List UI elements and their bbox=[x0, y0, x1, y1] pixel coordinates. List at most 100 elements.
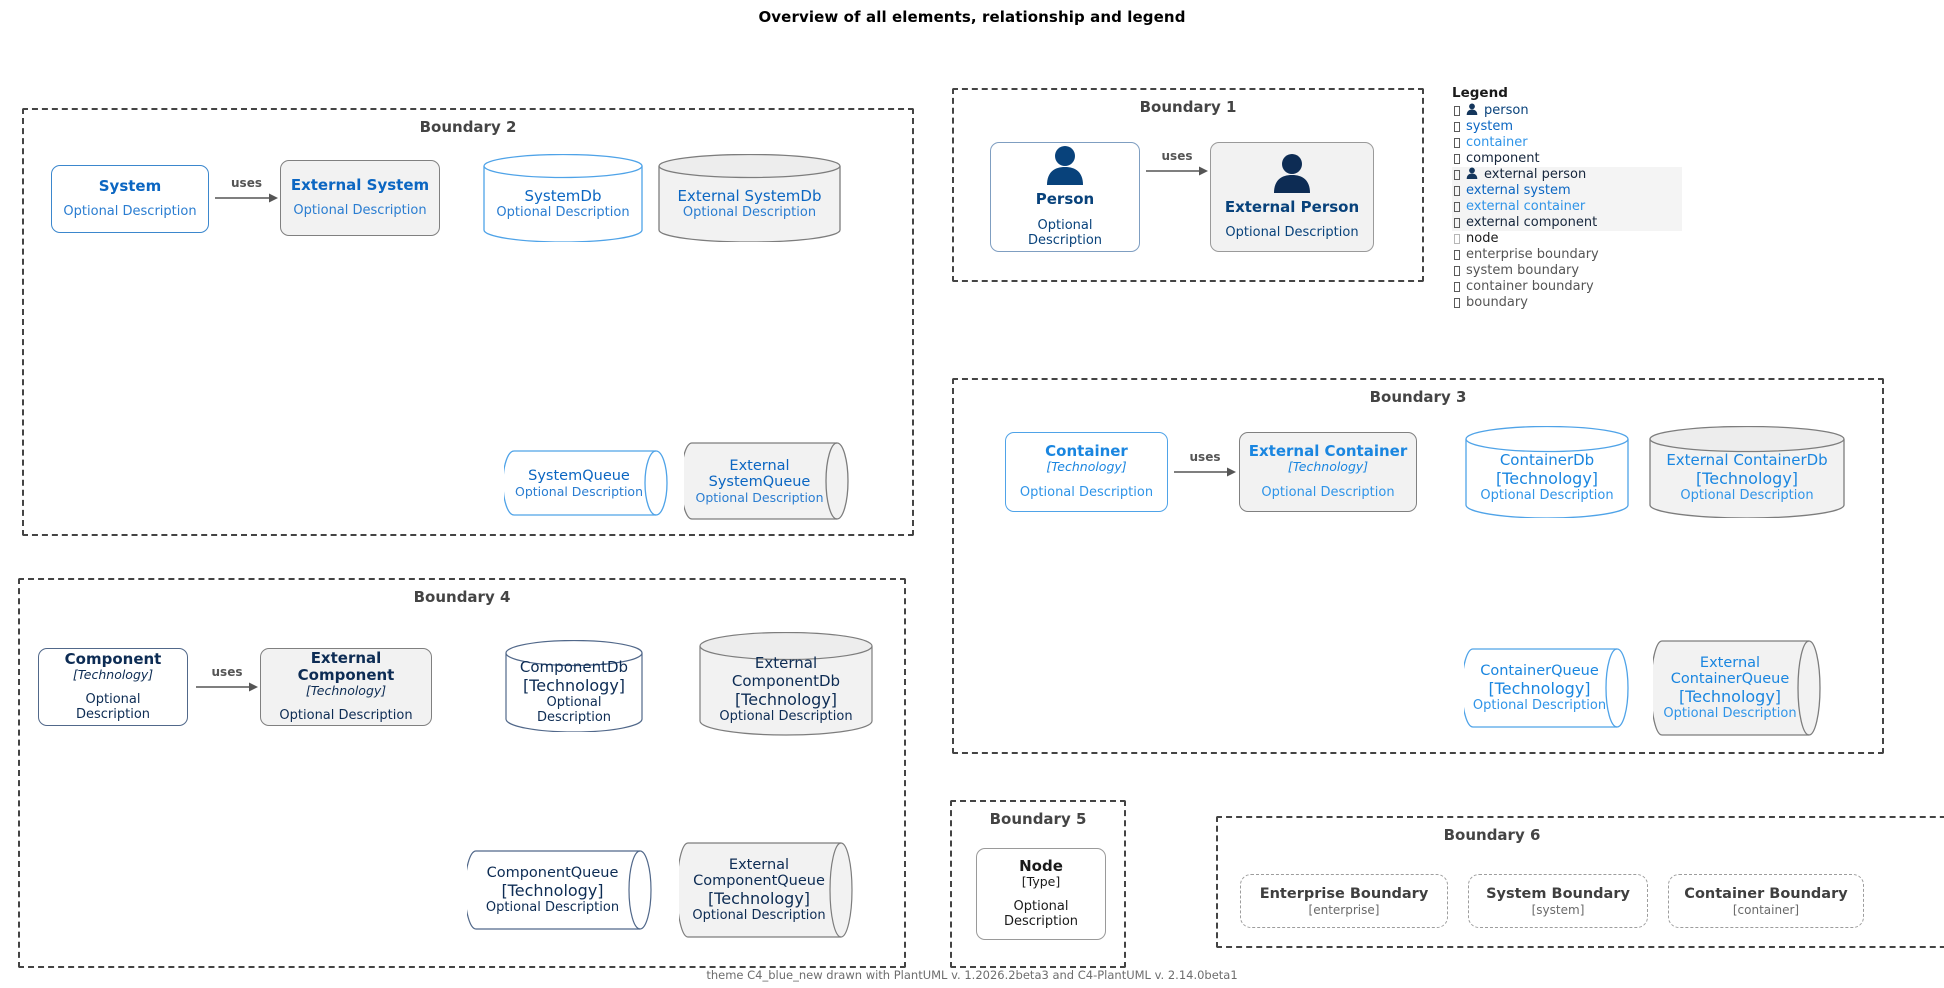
node-node-name: Node bbox=[1019, 856, 1063, 875]
node-external-system-description: Optional Description bbox=[293, 203, 427, 219]
node-component-description: Optional Description bbox=[75, 692, 151, 723]
node-node[interactable]: Node [Type] Optional Description bbox=[976, 848, 1106, 940]
legend-title: Legend bbox=[1452, 85, 1508, 101]
node-external-container-queue[interactable]: External ContainerQueue [Technology] Opt… bbox=[1653, 640, 1821, 736]
node-container-technology: [Technology] bbox=[1046, 459, 1127, 475]
node-external-container-db-name: External ContainerDb bbox=[1666, 451, 1828, 469]
legend-item-external-person: external person bbox=[1452, 167, 1682, 183]
relationship-component-label: uses bbox=[211, 665, 243, 679]
node-container[interactable]: Container [Technology] Optional Descript… bbox=[1005, 432, 1168, 512]
legend-item-label: external person bbox=[1484, 167, 1587, 182]
chip-container-boundary-type: [container] bbox=[1732, 902, 1800, 917]
legend-item-external-component: external component bbox=[1452, 215, 1682, 231]
node-component-db-description: Optional Description bbox=[536, 694, 612, 725]
node-system-queue[interactable]: SystemQueue Optional Description bbox=[504, 450, 668, 516]
node-external-system-queue[interactable]: External SystemQueue Optional Descriptio… bbox=[684, 442, 849, 520]
node-system-queue-content: SystemQueue Optional Description bbox=[504, 450, 654, 516]
node-node-type: [Type] bbox=[1021, 873, 1061, 889]
node-external-person-name: External Person bbox=[1224, 197, 1360, 216]
node-external-component-queue[interactable]: External ComponentQueue [Technology] Opt… bbox=[679, 842, 853, 938]
node-person-name: Person bbox=[1035, 190, 1095, 209]
legend-item-system: system bbox=[1452, 119, 1682, 135]
missing-glyph-icon bbox=[1454, 122, 1460, 132]
boundary-1: Boundary 1 Person Optional Description u… bbox=[952, 88, 1424, 282]
node-component-db[interactable]: ComponentDb [Technology] Optional Descri… bbox=[505, 640, 643, 732]
node-external-container-db[interactable]: External ContainerDb [Technology] Option… bbox=[1649, 426, 1845, 518]
node-container-name: Container bbox=[1045, 442, 1128, 461]
node-system[interactable]: System Optional Description bbox=[51, 165, 209, 233]
node-system-db[interactable]: SystemDb Optional Description bbox=[483, 154, 643, 242]
external-person-icon bbox=[1271, 153, 1313, 197]
node-container-description: Optional Description bbox=[1019, 484, 1154, 500]
node-component-queue[interactable]: ComponentQueue [Technology] Optional Des… bbox=[467, 850, 652, 930]
node-external-container-technology: [Technology] bbox=[1287, 459, 1369, 475]
chip-container-boundary-name: Container Boundary bbox=[1684, 885, 1848, 902]
node-external-system-queue-description: Optional Description bbox=[695, 489, 824, 505]
node-external-container-queue-description: Optional Description bbox=[1663, 706, 1797, 721]
node-external-container-queue-content: External ContainerQueue [Technology] Opt… bbox=[1653, 640, 1807, 736]
missing-glyph-icon bbox=[1454, 186, 1460, 196]
boundary-3: Boundary 3 Container [Technology] Option… bbox=[952, 378, 1884, 754]
missing-glyph-icon bbox=[1454, 234, 1460, 244]
node-person-description: Optional Description bbox=[1027, 217, 1103, 248]
node-external-system-db-name: External SystemDb bbox=[677, 186, 822, 205]
node-component-name: Component bbox=[64, 649, 162, 668]
boundary-5: Boundary 5 Node [Type] Optional Descript… bbox=[950, 800, 1126, 968]
node-external-system-db-description: Optional Description bbox=[682, 204, 817, 220]
relationship-component-uses: uses bbox=[196, 665, 258, 693]
chip-enterprise-boundary-type: [enterprise] bbox=[1308, 902, 1380, 917]
node-external-container-db-technology: [Technology] bbox=[1695, 469, 1799, 488]
node-external-component-db-content: External ComponentDb [Technology] Option… bbox=[699, 648, 873, 730]
missing-glyph-icon bbox=[1454, 106, 1460, 116]
legend-item-label: system bbox=[1466, 119, 1513, 134]
node-component[interactable]: Component [Technology] Optional Descript… bbox=[38, 648, 188, 726]
chip-system-boundary-type: [system] bbox=[1531, 902, 1585, 917]
node-external-container-queue-name: External ContainerQueue bbox=[1670, 655, 1790, 687]
relationship-person-uses: uses bbox=[1146, 149, 1208, 177]
node-container-db-name: ContainerDb bbox=[1499, 451, 1595, 469]
missing-glyph-icon bbox=[1454, 170, 1460, 180]
legend-item-external-container: external container bbox=[1452, 199, 1682, 215]
boundary-4: Boundary 4 Component [Technology] Option… bbox=[18, 578, 906, 968]
chip-container-boundary[interactable]: Container Boundary [container] bbox=[1668, 874, 1864, 928]
missing-glyph-icon bbox=[1454, 298, 1460, 308]
node-external-person[interactable]: External Person Optional Description bbox=[1210, 142, 1374, 252]
chip-system-boundary[interactable]: System Boundary [system] bbox=[1468, 874, 1648, 928]
node-external-system-name: External System bbox=[290, 175, 430, 194]
relationship-container-label: uses bbox=[1189, 450, 1221, 464]
node-container-queue-content: ContainerQueue [Technology] Optional Des… bbox=[1464, 648, 1615, 728]
node-external-system-db[interactable]: External SystemDb Optional Description bbox=[658, 154, 841, 242]
node-external-system-queue-content: External SystemQueue Optional Descriptio… bbox=[684, 442, 835, 520]
node-component-db-technology: [Technology] bbox=[522, 675, 626, 695]
legend-item-component: component bbox=[1452, 151, 1682, 167]
node-container-queue-description: Optional Description bbox=[1472, 698, 1607, 713]
node-container-queue[interactable]: ContainerQueue [Technology] Optional Des… bbox=[1464, 648, 1629, 728]
node-external-component-db[interactable]: External ComponentDb [Technology] Option… bbox=[699, 632, 873, 736]
chip-system-boundary-name: System Boundary bbox=[1486, 885, 1630, 902]
node-external-container[interactable]: External Container [Technology] Optional… bbox=[1239, 432, 1417, 512]
node-external-component-queue-name: External ComponentQueue bbox=[693, 857, 825, 889]
node-system-name: System bbox=[98, 176, 162, 195]
missing-glyph-icon bbox=[1454, 266, 1460, 276]
node-external-component-name: External Component bbox=[297, 649, 395, 684]
missing-glyph-icon bbox=[1454, 282, 1460, 292]
legend-item-label: container boundary bbox=[1466, 279, 1594, 294]
legend-item-container: container bbox=[1452, 135, 1682, 151]
node-system-db-content: SystemDb Optional Description bbox=[483, 170, 643, 236]
node-container-db[interactable]: ContainerDb [Technology] Optional Descri… bbox=[1465, 426, 1629, 518]
node-external-component[interactable]: External Component [Technology] Optional… bbox=[260, 648, 432, 726]
node-external-component-db-technology: [Technology] bbox=[734, 690, 838, 709]
missing-glyph-icon bbox=[1454, 202, 1460, 212]
node-external-system-db-content: External SystemDb Optional Description bbox=[658, 170, 841, 236]
legend-item-label: external system bbox=[1466, 183, 1571, 198]
node-person[interactable]: Person Optional Description bbox=[990, 142, 1140, 252]
node-external-system[interactable]: External System Optional Description bbox=[280, 160, 440, 236]
boundary-1-title: Boundary 1 bbox=[1139, 98, 1237, 116]
node-system-queue-description: Optional Description bbox=[514, 483, 643, 499]
chip-enterprise-boundary[interactable]: Enterprise Boundary [enterprise] bbox=[1240, 874, 1448, 928]
person-icon bbox=[1466, 167, 1478, 183]
boundary-4-title: Boundary 4 bbox=[413, 588, 511, 606]
legend-item-label: component bbox=[1466, 151, 1540, 166]
legend-item-label: person bbox=[1484, 103, 1529, 118]
missing-glyph-icon bbox=[1454, 250, 1460, 260]
